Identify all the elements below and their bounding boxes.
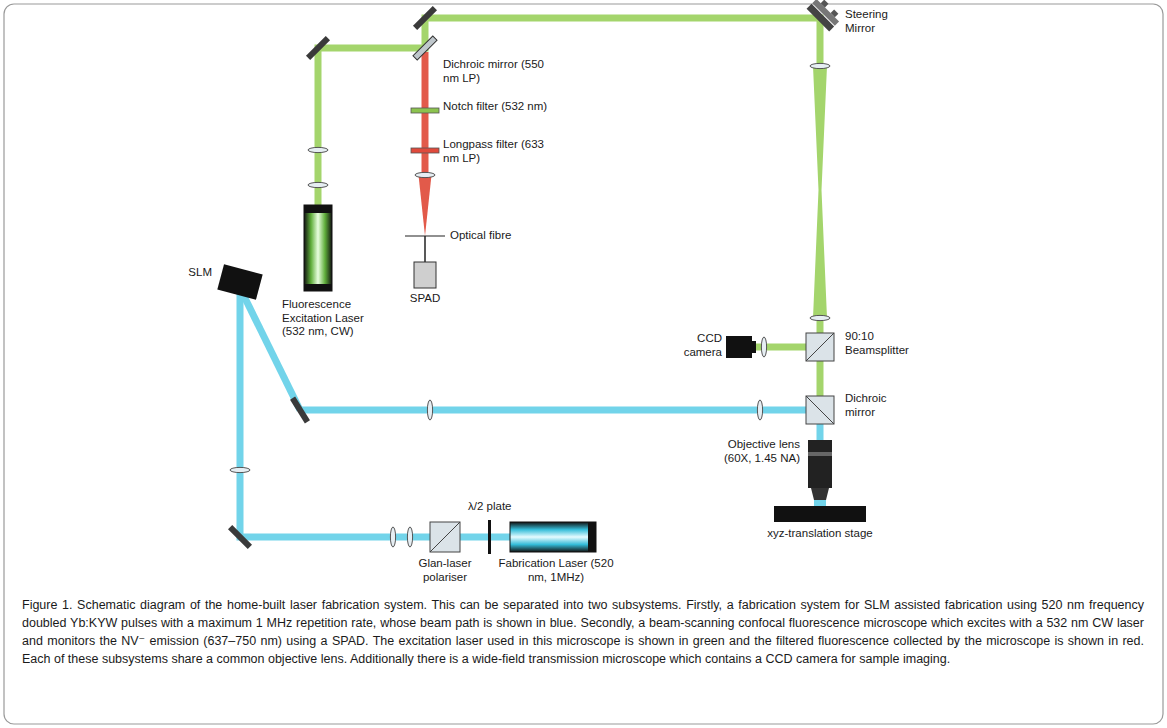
part-label: Dichroic mirror <box>845 392 915 419</box>
dichroic-cube <box>806 396 834 424</box>
optical-part <box>811 488 829 500</box>
optical-part <box>821 0 829 7</box>
dichroic-mirror <box>413 36 437 60</box>
fibre-line <box>405 235 445 236</box>
optical-part <box>806 396 834 424</box>
optical-part <box>750 341 756 353</box>
part-label: Steering Mirror <box>845 8 905 35</box>
translation-stage <box>774 506 866 522</box>
slm <box>217 264 262 299</box>
part-label: Fabrication Laser (520 nm, 1MHz) <box>498 557 614 584</box>
optical-part <box>300 410 820 442</box>
spad-detector <box>414 262 436 288</box>
optical-part <box>430 522 460 552</box>
part-label: Optical fibre <box>450 229 550 243</box>
part-label: λ/2 plate <box>468 500 538 514</box>
optical-part <box>228 525 252 549</box>
lenses <box>230 63 830 547</box>
objective-lens <box>808 440 832 506</box>
optical-part <box>806 333 834 361</box>
optical-part <box>306 36 330 60</box>
optical-part <box>430 522 460 552</box>
optical-part <box>419 175 432 236</box>
part-label: Longpass filter (633 nm LP) <box>443 138 558 165</box>
optical-part <box>726 336 752 358</box>
part-label: 90:10 Beamsplitter <box>845 330 935 357</box>
optical-part <box>318 18 820 205</box>
optical-part <box>808 440 832 488</box>
optical-part <box>831 10 839 18</box>
fabrication-laser <box>510 522 596 552</box>
glan-polariser <box>430 522 460 552</box>
optical-part <box>814 500 826 506</box>
optical-part <box>304 205 332 291</box>
optical-part <box>808 452 832 456</box>
red-beam <box>419 52 432 262</box>
green-beam <box>318 18 820 400</box>
beamsplitter-cube <box>806 333 834 361</box>
optical-part <box>230 467 250 472</box>
figure-frame <box>4 4 1163 724</box>
optical-part <box>806 333 834 361</box>
part-label: Objective lens (60X, 1.45 NA) <box>700 438 800 465</box>
longpass-filter <box>411 148 439 153</box>
part-label: Dichroic mirror (550 nm LP) <box>443 58 553 85</box>
optical-part <box>510 522 596 552</box>
half-wave-plate <box>488 520 491 554</box>
optical-part <box>304 205 332 213</box>
part-label: Glan-laser polariser <box>410 557 480 584</box>
part-label: CCD camera <box>676 332 722 359</box>
part-label: SLM <box>168 266 212 280</box>
optical-part <box>810 315 830 320</box>
excitation-laser <box>304 205 332 291</box>
part-label: Notch filter (532 nm) <box>443 100 553 114</box>
optical-part <box>304 284 332 291</box>
optical-part <box>290 397 310 424</box>
figure-caption: Figure 1. Schematic diagram of the home-… <box>22 596 1144 668</box>
optical-part <box>308 147 328 152</box>
notch-filter <box>411 108 439 113</box>
optical-part <box>422 52 429 175</box>
optical-part <box>413 6 437 30</box>
part-label: Fluorescence Excitation Laser (532 nm, C… <box>282 298 386 339</box>
optical-part <box>415 172 435 177</box>
optical-part <box>308 182 328 187</box>
blue-beam <box>240 292 820 537</box>
optical-part <box>407 527 412 547</box>
optical-part <box>390 527 395 547</box>
optical-part <box>806 396 834 424</box>
optical-part <box>427 400 432 420</box>
optical-part <box>757 400 762 420</box>
optical-part <box>810 63 830 68</box>
optical-part <box>761 337 766 357</box>
green-beam-focus <box>813 66 827 318</box>
optical-part <box>812 0 839 26</box>
part-label: SPAD <box>400 292 450 306</box>
steering-mirror <box>807 0 843 31</box>
part-label: xyz-translation stage <box>760 527 880 541</box>
optical-part <box>588 522 596 552</box>
ccd-camera <box>726 336 756 358</box>
optical-part <box>424 236 426 262</box>
